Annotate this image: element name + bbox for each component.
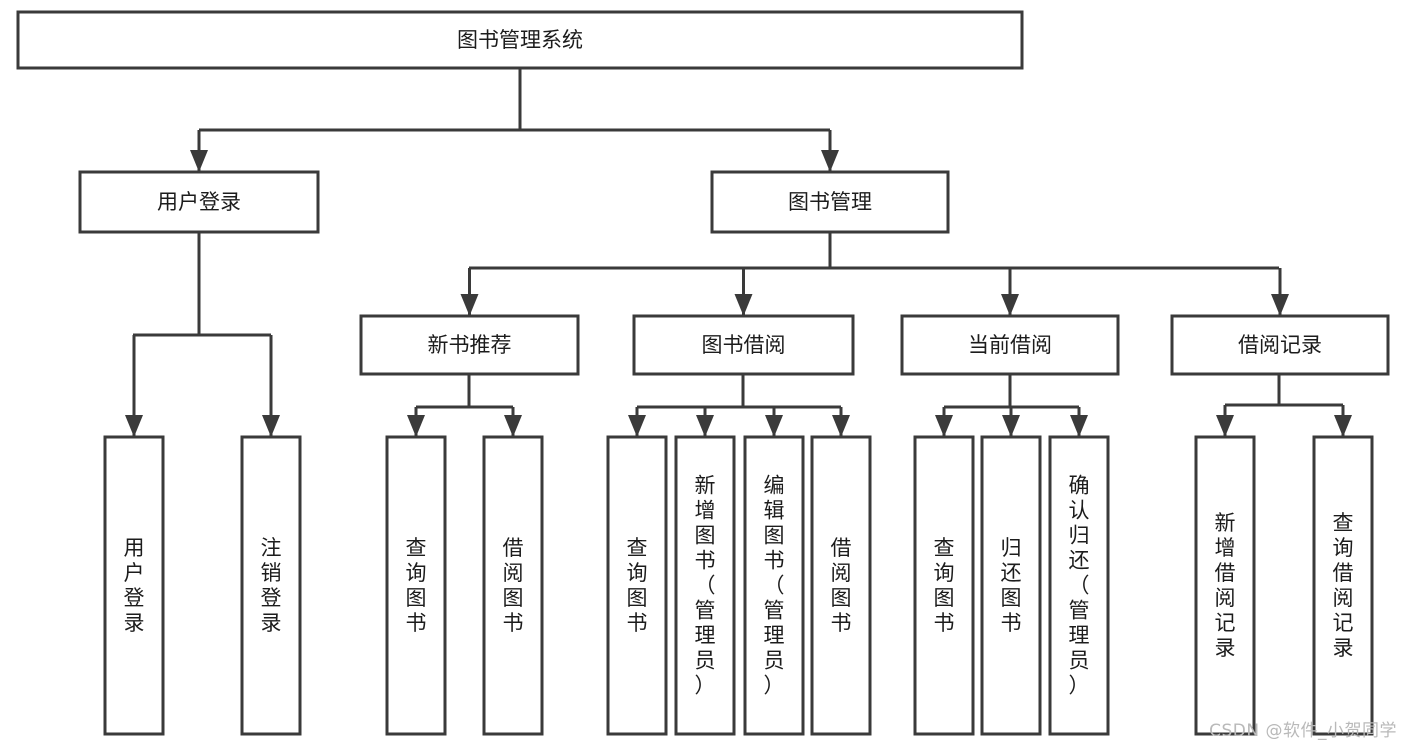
node-label-leaf-query-book-3: 查询图书 [934,536,955,635]
node-box-current-borrow[interactable] [900,314,1120,376]
node-label-borrow-record: 借阅记录 [1238,333,1322,357]
node-box-leaf-return-book[interactable] [980,435,1042,736]
arrow-head-icon [734,294,753,316]
node-label-leaf-add-record: 新增借阅记录 [1215,511,1236,660]
node-leaf-borrow-book-2[interactable]: 借阅图书 [810,435,872,736]
node-box-leaf-borrow-book-1[interactable] [482,435,544,736]
node-box-leaf-add-record[interactable] [1194,435,1256,736]
node-box-leaf-query-book-2[interactable] [606,435,668,736]
node-layer: 图书管理系统用户登录图书管理新书推荐图书借阅当前借阅借阅记录用户登录注销登录查询… [16,10,1390,736]
node-label-user-login: 用户登录 [157,190,241,214]
node-label-leaf-edit-book: 编辑图书（管理员） [764,474,785,698]
arrow-head-icon [696,415,714,437]
node-leaf-return-book[interactable]: 归还图书 [980,435,1042,736]
arrow-head-icon [935,415,953,437]
node-leaf-query-book-1[interactable]: 查询图书 [385,435,447,736]
node-box-leaf-confirm-return[interactable] [1048,435,1110,736]
node-label-leaf-user-logout: 注销登录 [261,536,282,635]
arrow-head-icon [1334,415,1352,437]
node-leaf-user-login[interactable]: 用户登录 [103,435,165,736]
node-label-new-book-recommend: 新书推荐 [428,333,512,357]
arrow-head-icon [765,415,783,437]
arrow-head-icon [125,415,143,437]
arrow-head-icon [407,415,425,437]
arrow-head-icon [821,150,839,172]
arrow-head-icon [190,150,208,172]
node-label-book-manage: 图书管理 [788,190,872,214]
node-box-leaf-user-login[interactable] [103,435,165,736]
node-leaf-add-record[interactable]: 新增借阅记录 [1194,435,1256,736]
node-label-book-borrow: 图书借阅 [702,333,786,357]
arrow-head-icon [504,415,522,437]
node-label-leaf-return-book: 归还图书 [1001,536,1022,635]
node-leaf-confirm-return[interactable]: 确认归还（管理员） [1048,435,1110,736]
node-root[interactable]: 图书管理系统 [16,10,1024,70]
node-box-leaf-query-record[interactable] [1312,435,1374,736]
node-box-user-login[interactable] [78,170,320,234]
node-label-leaf-borrow-book-2: 借阅图书 [831,536,852,635]
arrow-head-icon [460,294,479,316]
node-leaf-query-book-3[interactable]: 查询图书 [913,435,975,736]
node-book-borrow[interactable]: 图书借阅 [632,314,855,376]
node-leaf-query-book-2[interactable]: 查询图书 [606,435,668,736]
node-label-leaf-borrow-book-1: 借阅图书 [503,536,524,635]
node-borrow-record[interactable]: 借阅记录 [1170,314,1390,376]
node-label-leaf-user-login: 用户登录 [124,536,145,635]
node-book-manage[interactable]: 图书管理 [710,170,950,234]
node-box-borrow-record[interactable] [1170,314,1390,376]
node-box-leaf-borrow-book-2[interactable] [810,435,872,736]
node-box-new-book-recommend[interactable] [359,314,580,376]
arrow-head-icon [1070,415,1088,437]
arrow-head-icon [1001,294,1019,316]
node-label-leaf-query-book-1: 查询图书 [406,536,427,635]
node-user-login[interactable]: 用户登录 [78,170,320,234]
node-current-borrow[interactable]: 当前借阅 [900,314,1120,376]
node-leaf-query-record[interactable]: 查询借阅记录 [1312,435,1374,736]
node-box-leaf-edit-book[interactable] [743,435,805,736]
arrow-head-icon [628,415,646,437]
node-leaf-borrow-book-1[interactable]: 借阅图书 [482,435,544,736]
arrow-head-icon [1002,415,1020,437]
node-box-leaf-add-book[interactable] [674,435,736,736]
node-label-root: 图书管理系统 [457,28,583,52]
arrow-head-icon [832,415,850,437]
node-label-leaf-query-book-2: 查询图书 [627,536,648,635]
node-leaf-add-book[interactable]: 新增图书（管理员） [674,435,736,736]
node-box-book-borrow[interactable] [632,314,855,376]
node-box-book-manage[interactable] [710,170,950,234]
arrow-head-icon [1271,294,1289,316]
node-label-leaf-confirm-return: 确认归还（管理员） [1069,474,1090,698]
arrow-head-icon [262,415,280,437]
node-label-leaf-query-record: 查询借阅记录 [1333,511,1354,660]
node-box-leaf-user-logout[interactable] [240,435,302,736]
node-new-book-recommend[interactable]: 新书推荐 [359,314,580,376]
node-label-current-borrow: 当前借阅 [968,333,1052,357]
connector-layer [125,68,1352,437]
node-leaf-edit-book[interactable]: 编辑图书（管理员） [743,435,805,736]
arrow-head-icon [1216,415,1234,437]
node-label-leaf-add-book: 新增图书（管理员） [695,474,716,698]
node-box-root[interactable] [16,10,1024,70]
node-box-leaf-query-book-3[interactable] [913,435,975,736]
node-box-leaf-query-book-1[interactable] [385,435,447,736]
node-leaf-user-logout[interactable]: 注销登录 [240,435,302,736]
